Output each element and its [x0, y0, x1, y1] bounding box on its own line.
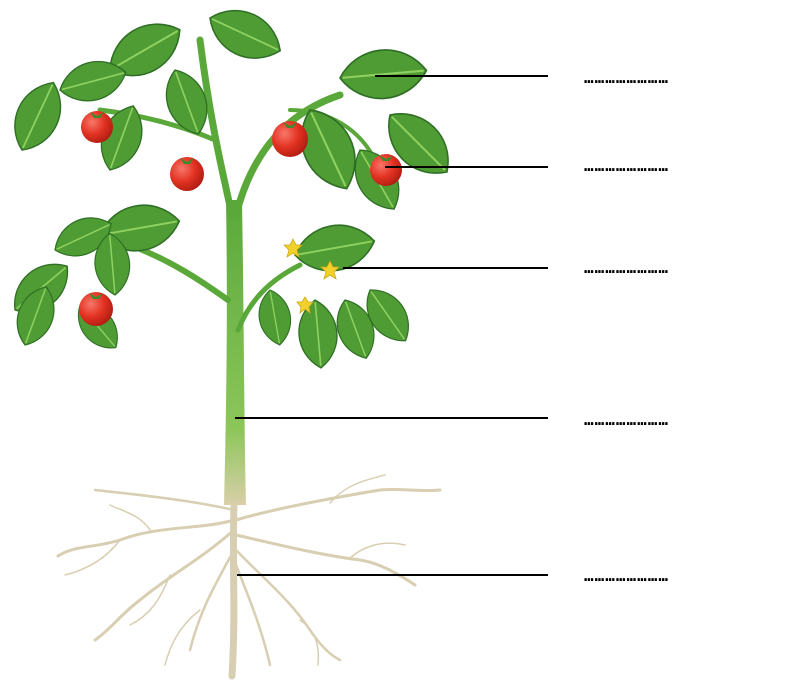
- fruit-answer-blank[interactable]: ……………………: [584, 156, 803, 176]
- flower-answer-blank[interactable]: ……………………: [584, 258, 803, 278]
- stem-answer-blank[interactable]: ……………………: [584, 410, 803, 430]
- root-answer-blank[interactable]: ……………………: [584, 566, 803, 586]
- leaf-answer-blank[interactable]: ……………………: [584, 68, 803, 88]
